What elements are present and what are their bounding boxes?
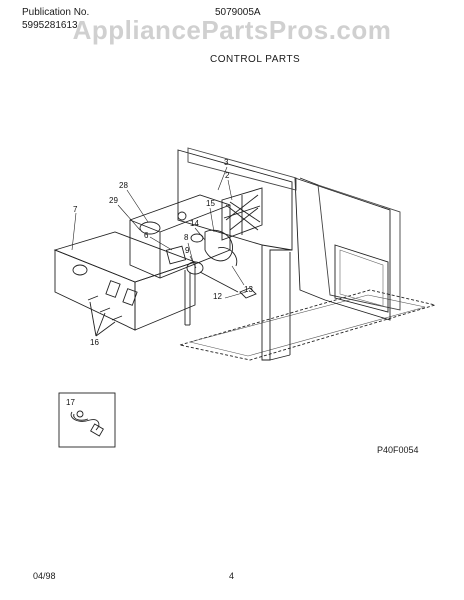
callout-3: 3 xyxy=(224,158,229,167)
control-box xyxy=(53,231,197,331)
partition-panel xyxy=(177,147,297,361)
callout-13: 13 xyxy=(244,285,253,294)
callout-6: 6 xyxy=(144,231,149,240)
base-pan xyxy=(179,289,437,361)
fan-grille xyxy=(221,187,263,241)
model-number: 5079005A xyxy=(215,7,261,18)
screws xyxy=(87,295,123,337)
callout-16: 16 xyxy=(90,338,99,347)
callout-28: 28 xyxy=(119,181,128,190)
callout-labels: 3 2 28 29 15 14 6 8 9 13 12 7 16 xyxy=(73,158,253,347)
publication-label: Publication No. xyxy=(22,7,90,18)
callout-8: 8 xyxy=(184,233,189,242)
page-number: 4 xyxy=(229,571,235,581)
switch-components xyxy=(165,229,257,299)
cabinet-frame xyxy=(294,177,401,321)
footer-date: 04/98 xyxy=(33,571,56,581)
callout-14: 14 xyxy=(190,219,199,228)
inset-power-cord: 17 xyxy=(58,392,116,448)
callout-7: 7 xyxy=(73,205,78,214)
callout-29: 29 xyxy=(109,196,118,205)
section-title: CONTROL PARTS xyxy=(210,54,301,65)
figure-code: P40F0054 xyxy=(377,445,419,455)
leader-lines xyxy=(71,166,247,299)
callout-9: 9 xyxy=(185,246,190,255)
callout-17: 17 xyxy=(66,398,75,407)
publication-number: 5995281613 xyxy=(22,20,78,31)
callout-2: 2 xyxy=(225,171,230,180)
callout-12: 12 xyxy=(213,292,222,301)
callout-15: 15 xyxy=(206,199,215,208)
